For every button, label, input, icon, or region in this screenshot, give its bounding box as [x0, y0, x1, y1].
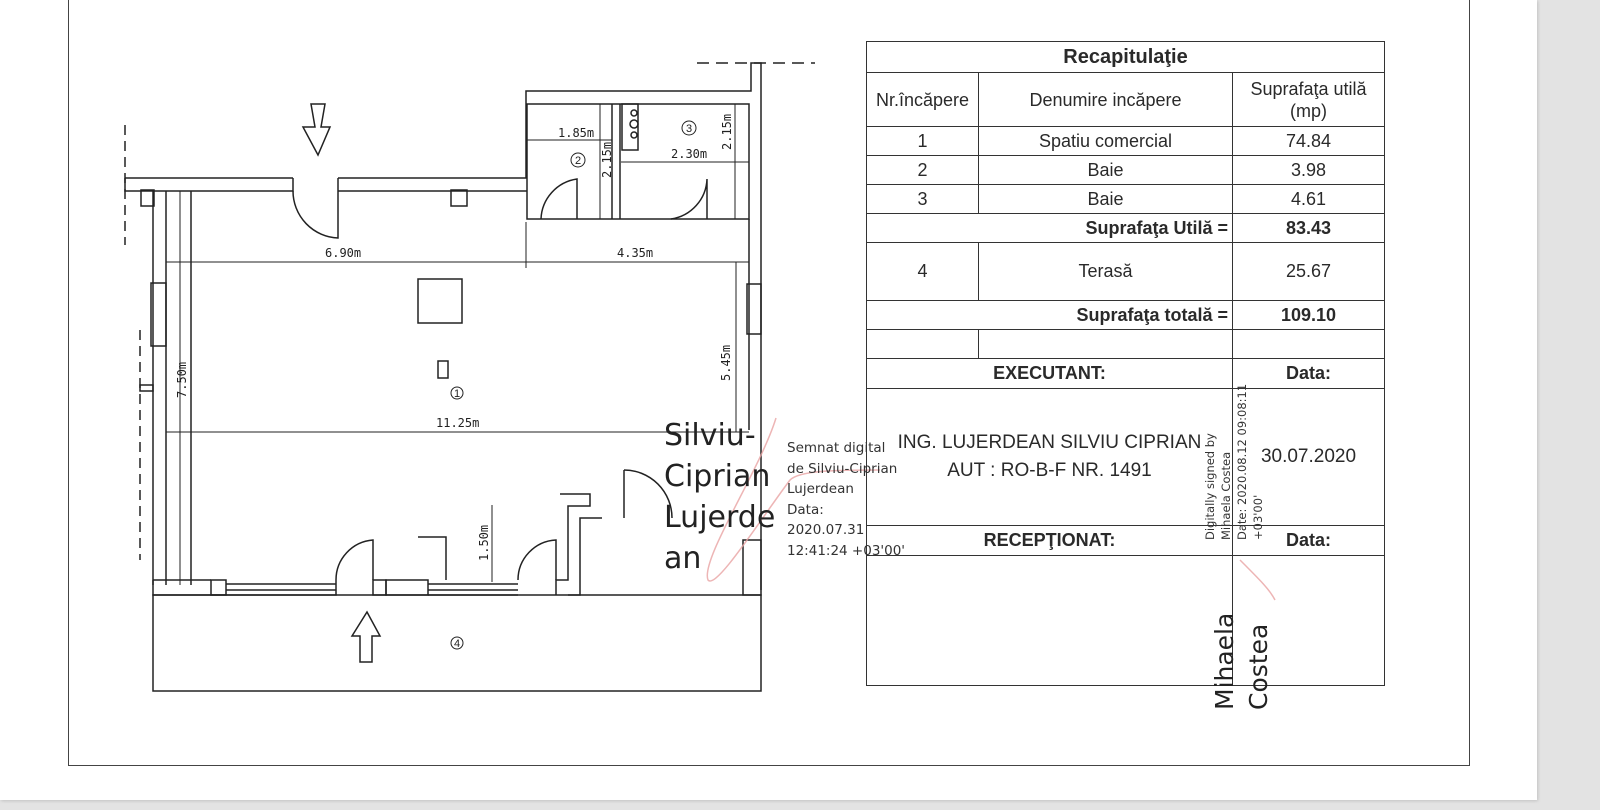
dim-1-85: 1.85m: [558, 126, 594, 140]
dim-1-50: 1.50m: [477, 525, 491, 561]
dim-5-45: 5.45m: [719, 345, 733, 381]
floor-plan-drawing: 6.90m 4.35m 11.25m 1.85m 2.30m 7.50m 5.4…: [124, 62, 1276, 692]
header-name: Denumire incăpere: [978, 72, 1233, 127]
dim-6-90: 6.90m: [325, 246, 361, 260]
cell-area: 4.61: [1232, 184, 1385, 214]
dim-4-35: 4.35m: [617, 246, 653, 260]
dim-7-50: 7.50m: [175, 362, 189, 398]
grand-total-label: Suprafaţa totală =: [866, 300, 1233, 330]
cell-area: 3.98: [1232, 155, 1385, 185]
svg-text:3: 3: [686, 123, 692, 135]
document-page: 6.90m 4.35m 11.25m 1.85m 2.30m 7.50m 5.4…: [0, 0, 1537, 800]
executant-label: EXECUTANT:: [866, 358, 1233, 389]
recap-table: Recapitulaţie Nr.încăpere Denumire incăp…: [866, 41, 1385, 686]
receptionat-label: RECEPŢIONAT:: [866, 525, 1233, 556]
cell-area: 25.67: [1232, 242, 1385, 301]
executant-date: 30.07.2020: [1232, 388, 1385, 526]
header-nr: Nr.încăpere: [866, 72, 979, 127]
dim-2-15-a: 2.15m: [600, 142, 614, 178]
cell-nr: 3: [866, 184, 979, 214]
dim-2-30: 2.30m: [671, 147, 707, 161]
receptionat-signature-cell: [866, 555, 1233, 686]
cell-nr: 2: [866, 155, 979, 185]
useful-total-value: 83.43: [1232, 213, 1385, 243]
cell-name: Baie: [978, 184, 1233, 214]
empty-cell: [866, 329, 979, 359]
cell-nr: 4: [866, 242, 979, 301]
signature-2-details[interactable]: Digitally signed by Mihaela Costea Date:…: [1203, 383, 1265, 540]
cell-name: Baie: [978, 155, 1233, 185]
grand-total-value: 109.10: [1232, 300, 1385, 330]
executant-info: ING. LUJERDEAN SILVIU CIPRIAN AUT : RO-B…: [866, 388, 1233, 526]
cell-name: Terasă: [978, 242, 1233, 301]
cell-nr: 1: [866, 126, 979, 156]
table-row-terrace: 4 Terasă 25.67: [866, 242, 1385, 301]
svg-text:1: 1: [454, 388, 460, 400]
signature-1-name[interactable]: Silviu- Ciprian Lujerde an: [664, 418, 776, 576]
dim-2-15-b: 2.15m: [720, 114, 734, 150]
cell-area: 74.84: [1232, 126, 1385, 156]
executant-name: ING. LUJERDEAN SILVIU CIPRIAN: [897, 432, 1202, 453]
signature-1-details[interactable]: Semnat digital de Silviu-Ciprian Lujerde…: [787, 440, 906, 559]
drawing-frame: [68, 0, 1470, 766]
executant-auth: AUT : RO-B-F NR. 1491: [947, 460, 1152, 481]
cell-name: Spatiu comercial: [978, 126, 1233, 156]
empty-cell: [1232, 329, 1385, 359]
table-row: 2 Baie 3.98: [866, 155, 1385, 185]
dim-11-25: 11.25m: [436, 416, 479, 430]
signature-2-name[interactable]: Mihaela Costea: [1210, 612, 1273, 710]
empty-cell: [978, 329, 1233, 359]
svg-text:2: 2: [575, 155, 581, 167]
table-title: Recapitulaţie: [866, 41, 1385, 73]
svg-text:4: 4: [454, 638, 460, 650]
useful-total-label: Suprafaţa Utilă =: [866, 213, 1233, 243]
header-area: Suprafaţa utilă (mp): [1232, 72, 1385, 127]
table-row: 1 Spatiu comercial 74.84: [866, 126, 1385, 156]
table-row: 3 Baie 4.61: [866, 184, 1385, 214]
receptionat-date-cell: [1232, 555, 1385, 686]
